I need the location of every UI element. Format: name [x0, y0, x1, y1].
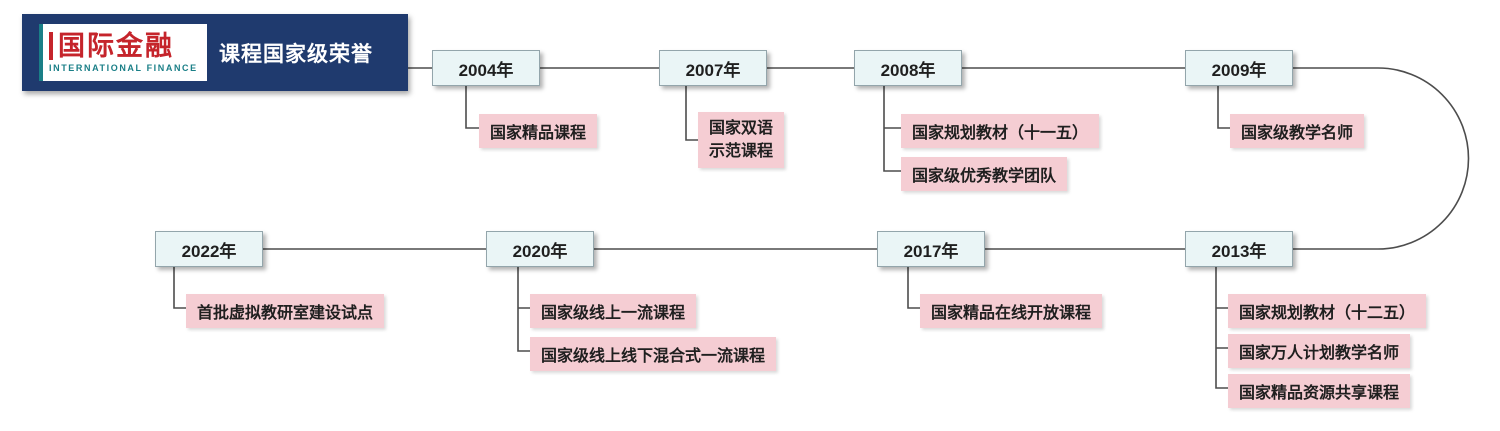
logo-subtitle: INTERNATIONAL FINANCE	[49, 63, 198, 74]
honor-2008-1: 国家规划教材（十一五）	[901, 114, 1100, 148]
brand-logo: 国际金融 INTERNATIONAL FINANCE	[39, 24, 207, 81]
honor-2020-2: 国家级线上线下混合式一流课程	[530, 337, 777, 371]
honor-2017-1: 国家精品在线开放课程	[920, 294, 1103, 328]
year-box-2008: 2008年	[854, 50, 962, 86]
connector-2009	[1217, 86, 1230, 129]
year-box-2004: 2004年	[432, 50, 540, 86]
honor-2009-1: 国家级教学名师	[1230, 114, 1365, 148]
connector-2013	[1215, 267, 1228, 389]
honor-2020-1: 国家级线上一流课程	[530, 294, 697, 328]
connector-2017	[907, 267, 920, 309]
year-box-2009: 2009年	[1185, 50, 1293, 86]
honor-2008-2: 国家级优秀教学团队	[901, 157, 1068, 191]
connector-2020	[517, 267, 530, 352]
page-title: 课程国家级荣誉	[219, 42, 373, 66]
year-box-2022: 2022年	[155, 231, 263, 267]
connector-2022	[173, 267, 186, 309]
honor-2004-1: 国家精品课程	[479, 114, 598, 148]
honor-2013-1: 国家规划教材（十二五）	[1228, 294, 1427, 328]
main-timeline-path	[180, 67, 1470, 250]
year-box-2020: 2020年	[486, 231, 594, 267]
honor-2013-3: 国家精品资源共享课程	[1228, 374, 1411, 408]
header-banner: 国际金融 INTERNATIONAL FINANCE 课程国家级荣誉	[22, 14, 408, 91]
year-box-2007: 2007年	[659, 50, 767, 86]
year-box-2013: 2013年	[1185, 231, 1293, 267]
honor-2022-1: 首批虚拟教研室建设试点	[186, 294, 385, 328]
connector-2007	[685, 86, 698, 141]
logo-title: 国际金融	[49, 31, 207, 60]
honor-2013-2: 国家万人计划教学名师	[1228, 334, 1411, 368]
connector-2004	[465, 86, 479, 129]
honor-2007-1: 国家双语 示范课程	[698, 112, 785, 169]
year-box-2017: 2017年	[877, 231, 985, 267]
connector-2008	[883, 86, 901, 172]
